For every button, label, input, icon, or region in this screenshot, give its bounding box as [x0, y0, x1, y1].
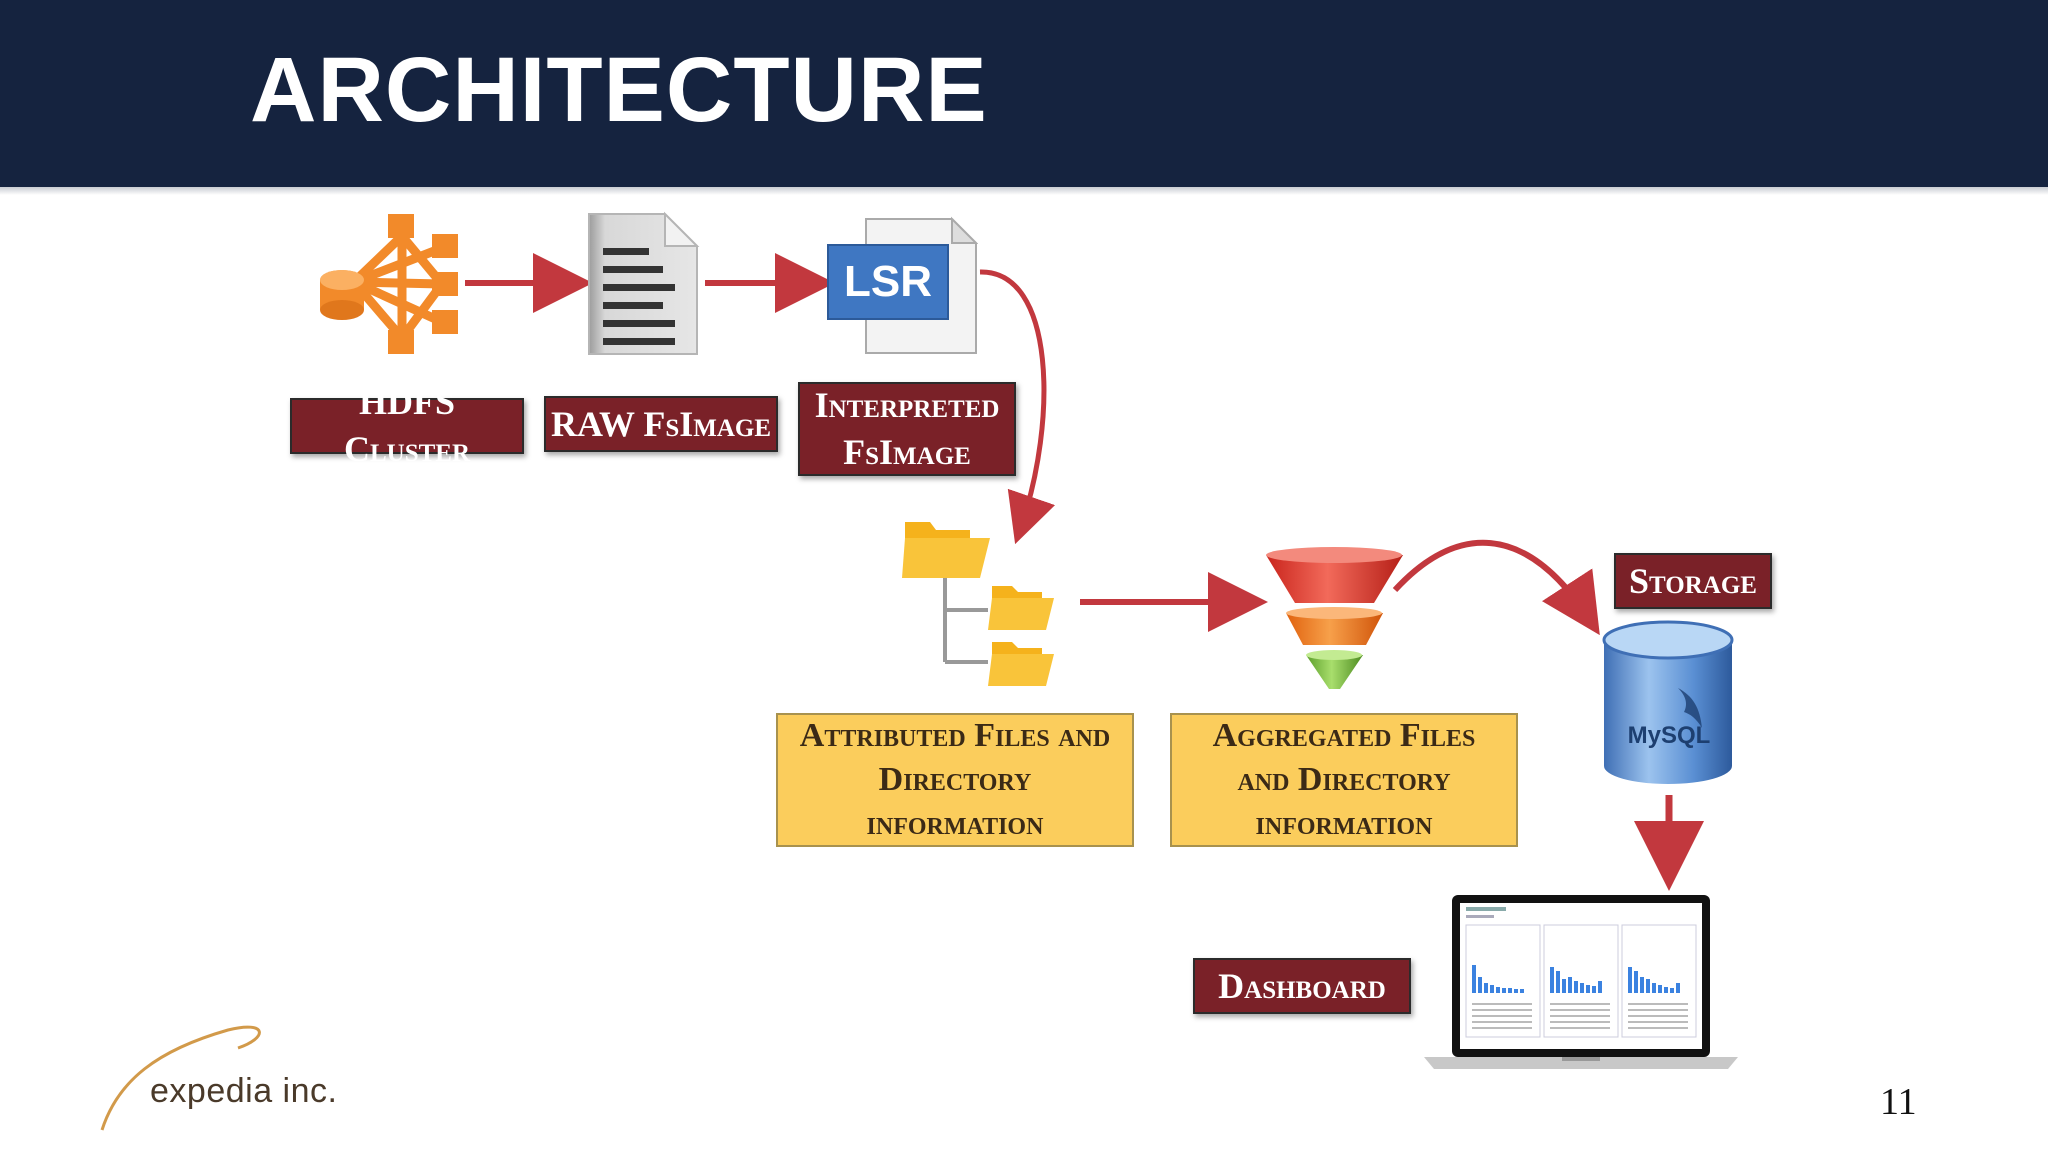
label-aggregated-line2: and Directory — [1237, 760, 1451, 798]
label-interpreted-line1: Interpreted — [814, 385, 1000, 426]
label-dashboard: Dashboard — [1193, 958, 1411, 1014]
page-number: 11 — [1880, 1081, 1917, 1123]
label-hdfs-cluster-text: HDFS Cluster — [343, 382, 471, 469]
title-bar-shadow — [0, 187, 2048, 195]
label-interpreted-fsimage: Interpreted FsImage — [798, 382, 1016, 476]
label-raw-fsimage: RAW FsImage — [544, 396, 778, 452]
expedia-swoosh-logo — [100, 1025, 261, 1131]
label-attributed-line2: Directory — [878, 760, 1032, 798]
label-aggregated-line1: Aggregated Files — [1212, 716, 1476, 754]
label-attributed-line1: Attributed Files and — [799, 716, 1111, 754]
label-aggregated-line3: information — [1255, 805, 1433, 843]
title-bar — [0, 0, 2048, 187]
label-interpreted-line2: FsImage — [843, 432, 971, 472]
label-storage-text: Storage — [1629, 560, 1757, 601]
document-icon — [588, 211, 700, 355]
label-storage: Storage — [1614, 553, 1772, 609]
arrow-funnel-to-storage — [1392, 539, 1600, 636]
mysql-logo-text: MySQL — [1627, 722, 1711, 749]
lsr-badge-text: LSR — [844, 257, 932, 306]
label-dashboard-text: Dashboard — [1218, 965, 1386, 1006]
hdfs-cluster-icon — [320, 214, 458, 354]
brand-name: expedia inc. — [150, 1072, 338, 1110]
label-hdfs-cluster: HDFS Cluster — [290, 382, 524, 469]
arrow-lsr-to-folders — [979, 269, 1056, 545]
label-raw-fsimage-text: RAW FsImage — [550, 403, 772, 444]
label-aggregated-files: Aggregated Files and Directory informati… — [1170, 713, 1518, 847]
lsr-document-icon: LSR — [826, 215, 978, 355]
laptop-dashboard-icon — [1424, 895, 1738, 1069]
label-attributed-files: Attributed Files and Directory informati… — [776, 713, 1134, 847]
mysql-database-icon: MySQL — [1598, 618, 1738, 788]
funnel-icon — [1266, 547, 1403, 689]
label-attributed-line3: information — [866, 805, 1044, 843]
slide-title: ARCHITECTURE — [250, 39, 988, 141]
folder-tree-icon — [902, 522, 1054, 686]
